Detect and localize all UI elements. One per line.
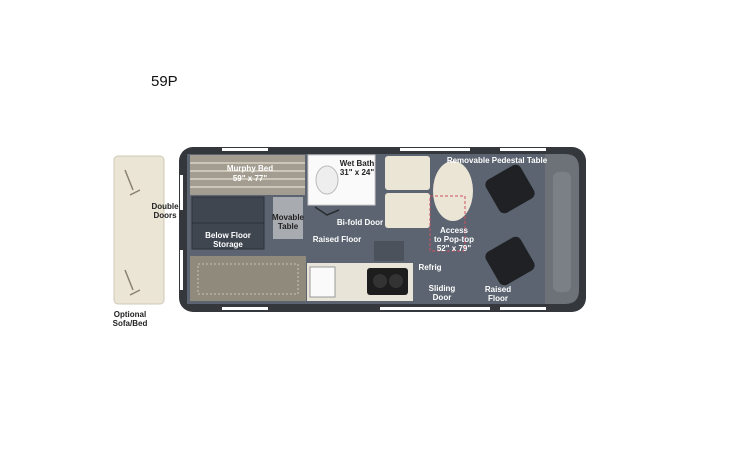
raised-floor-front-label: Raised bbox=[485, 285, 511, 294]
movable-table-label-2: Table bbox=[278, 222, 299, 231]
optional-sofa-bed bbox=[113, 155, 165, 305]
removable-table-label: Removable Pedestal Table bbox=[447, 156, 548, 165]
sliding-door-label: Sliding bbox=[429, 284, 456, 293]
murphy-bed-size: 59" x 77" bbox=[233, 174, 267, 183]
double-doors-label: Double bbox=[151, 202, 179, 211]
dinette-seats bbox=[385, 156, 430, 228]
pop-top-label: Access bbox=[440, 226, 469, 235]
cab-seats bbox=[485, 164, 535, 286]
wet-bath-size: 31" x 24" bbox=[340, 168, 374, 177]
wet-bath: Wet Bath 31" x 24" bbox=[307, 154, 376, 206]
pedestal-table bbox=[433, 161, 473, 221]
raised-floor-front-label-2: Floor bbox=[488, 294, 508, 303]
bi-fold-door bbox=[314, 206, 340, 216]
pop-top-size: 52" x 79" bbox=[437, 244, 471, 253]
pop-top-label-2: to Pop-top bbox=[434, 235, 474, 244]
sink bbox=[309, 266, 336, 298]
raised-floor-rear-label: Raised Floor bbox=[313, 235, 361, 244]
bi-fold-door-label: Bi-fold Door bbox=[337, 218, 383, 227]
optional-sofa-label: Optional bbox=[114, 310, 146, 319]
kitchen-counter bbox=[307, 263, 413, 301]
wet-bath-label: Wet Bath bbox=[340, 159, 375, 168]
murphy-bed: Murphy Bed 59" x 77" bbox=[190, 155, 305, 195]
double-doors-label-2: Doors bbox=[153, 211, 177, 220]
movable-table-label: Movable bbox=[272, 213, 305, 222]
refrig-label: Refrig bbox=[418, 263, 441, 272]
movable-table bbox=[273, 197, 303, 239]
optional-sofa-label-2: Sofa/Bed bbox=[113, 319, 148, 328]
below-floor-storage-label: Below Floor bbox=[205, 231, 251, 240]
model-name: 59P bbox=[151, 73, 178, 90]
sliding-door-label-2: Door bbox=[433, 293, 452, 302]
murphy-bed-label: Murphy Bed bbox=[227, 164, 273, 173]
below-floor-storage-label-2: Storage bbox=[213, 240, 243, 249]
windows bbox=[180, 148, 546, 310]
